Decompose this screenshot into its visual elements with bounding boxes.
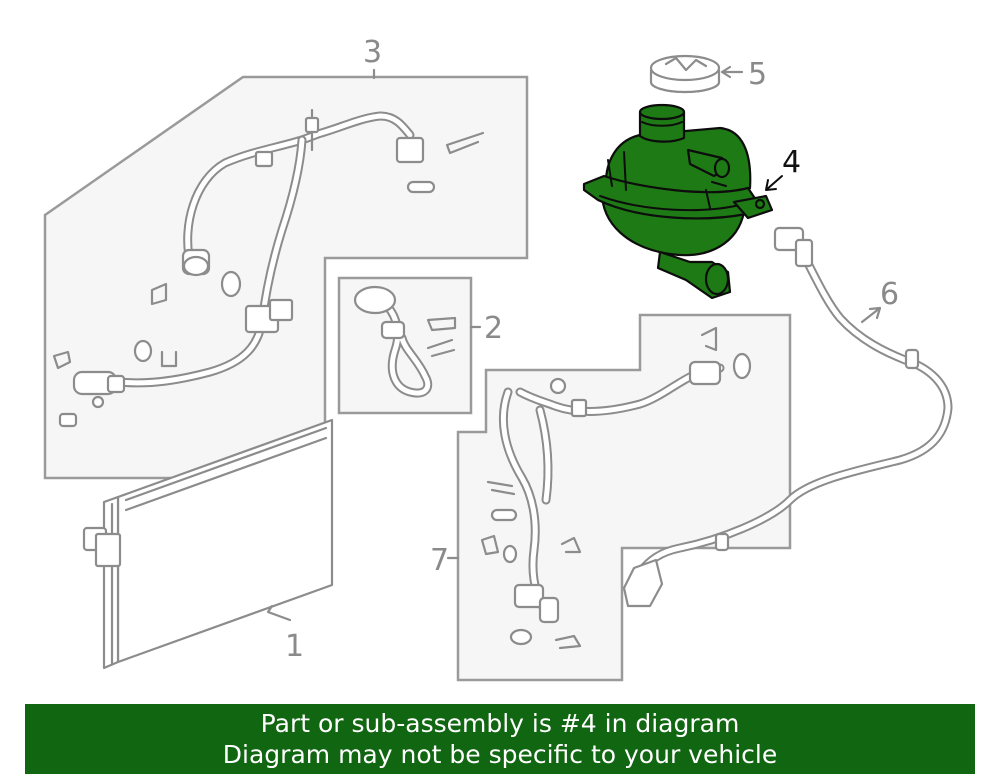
part-7-hose-assembly[interactable] (456, 313, 792, 682)
callout-2: 2 (484, 311, 503, 346)
part-2-small-hose[interactable] (337, 276, 473, 415)
banner-line-1: Part or sub-assembly is #4 in diagram (260, 709, 740, 738)
callout-labels: 3 5 4 2 6 7 1 (285, 35, 899, 664)
fitment-banner: Part or sub-assembly is #4 in diagram Di… (25, 704, 975, 774)
callout-6: 6 (880, 277, 899, 312)
part-3-hose-assembly[interactable] (43, 75, 529, 480)
banner-line-2: Diagram may not be specific to your vehi… (222, 740, 778, 769)
callout-1: 1 (285, 629, 304, 664)
part-1-radiator[interactable] (82, 418, 334, 670)
leader-lines (372, 68, 482, 560)
callout-7: 7 (430, 543, 449, 578)
part-5-cap[interactable] (649, 54, 744, 94)
callout-5: 5 (748, 57, 767, 92)
part-4-coolant-reservoir[interactable] (582, 103, 783, 300)
callout-3: 3 (363, 35, 382, 70)
parts-diagram: 3 5 4 2 6 7 1 (43, 35, 953, 682)
part-6-hose[interactable] (622, 226, 953, 608)
callout-4: 4 (782, 145, 801, 180)
